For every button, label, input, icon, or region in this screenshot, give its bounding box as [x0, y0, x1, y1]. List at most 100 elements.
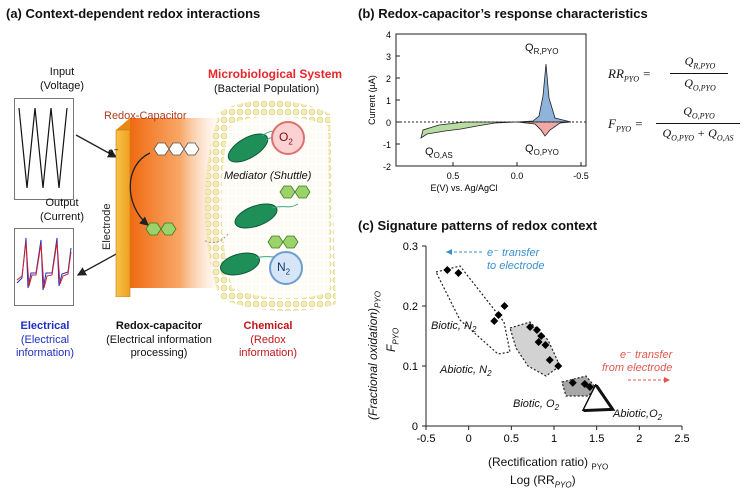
eq2-fraction-bar	[656, 123, 740, 124]
electrical-title: Electrical	[20, 320, 70, 332]
data-point-diamond	[526, 323, 535, 331]
label-abiotic-n2: Abiotic, N2	[440, 364, 492, 379]
oxidation-as-region	[420, 121, 518, 139]
eq2-den: QO,PYO + QO,AS	[662, 126, 734, 143]
panel-c-title: (c) Signature patterns of redox context	[358, 218, 598, 233]
ytick-m1: -1	[383, 140, 391, 150]
abiotic-o2-arrow	[594, 400, 610, 408]
data-point-diamond	[585, 383, 594, 391]
eq2-num: QO,PYO	[683, 104, 715, 121]
rc-sub1: (Electrical information	[106, 334, 212, 346]
mediator-label: Mediator (Shuttle)	[224, 170, 312, 182]
abiotic-n2-envelope	[509, 321, 561, 377]
x-tick-label: -0.5	[417, 433, 436, 445]
electron-label: e⁻	[108, 147, 119, 158]
data-point-diamond	[568, 378, 577, 387]
redox-cycle	[129, 142, 200, 236]
input-voltage-plot	[14, 98, 74, 200]
data-point-diamond	[541, 341, 550, 349]
data-point-diamond	[537, 332, 546, 340]
panel-a-title: (a) Context-dependent redox interactions	[6, 6, 261, 21]
bacterium-2	[234, 203, 299, 229]
eq1-lhs: RRPYO =	[608, 66, 652, 84]
electrical-sub1: (Electrical	[20, 334, 70, 346]
x-tick-label: 1	[551, 433, 557, 445]
ytick-1: 1	[386, 96, 391, 106]
io-arrows	[75, 134, 119, 276]
rc-title: Redox-capacitor	[115, 320, 203, 332]
ytick-2: 2	[386, 74, 391, 84]
ytick-0: 0	[386, 118, 391, 128]
to-electrode-line1: e⁻ transfer	[487, 247, 540, 259]
micro-title: Microbiological System	[208, 67, 343, 81]
data-point-diamond	[580, 380, 589, 388]
from-electrode-line1: e⁻ transfer	[620, 349, 673, 361]
input-sub: (Voltage)	[39, 80, 85, 92]
reduction-peak	[516, 63, 572, 123]
x-tick-label: 0.5	[504, 433, 519, 445]
ytick-3: 3	[386, 52, 391, 62]
data-point-diamond	[545, 356, 554, 364]
label-qopyo: QO,PYO	[525, 143, 559, 158]
y-tick-label: 0.3	[403, 241, 418, 253]
n2-label: N2	[277, 260, 291, 277]
data-point-diamond	[554, 362, 563, 370]
cv-ylabel: Current (µA)	[367, 75, 377, 125]
cv-plot: 4 3 2 1 0 -1 -2 0.5 0.0 -0.5 E(V) vs. Ag…	[367, 30, 589, 193]
to-electrode-line2: to electrode	[487, 260, 545, 272]
input-label: Input	[49, 66, 75, 78]
output-sub: (Current)	[39, 211, 84, 223]
x-tick-label: 2	[636, 433, 642, 445]
o2-label: O2	[279, 130, 293, 147]
y-tick-label: 0	[412, 421, 418, 433]
o2-circle	[271, 121, 305, 155]
label-qr: QR,PYO	[525, 42, 559, 57]
rc-sub2: processing)	[130, 347, 188, 359]
y-ticks: 0.3 0.2 0.1 0	[403, 241, 426, 433]
biotic-n2-envelope	[435, 265, 511, 355]
label-abiotic-o2: Abiotic,O2	[613, 408, 663, 423]
data-point-diamond	[494, 311, 503, 319]
x-tick-label: 1.5	[589, 433, 604, 445]
electrical-sub2: information)	[15, 347, 75, 359]
redox-capacitor-label: Redox-Capacitor	[104, 110, 187, 122]
chem-title: Chemical	[243, 320, 293, 332]
eq2-lhs: FPYO =	[608, 116, 644, 134]
scatter-xlabel-bottom: Log (RRPYO)	[510, 473, 576, 490]
data-point-diamond	[532, 326, 541, 334]
y-tick-label: 0.1	[403, 361, 418, 373]
label-biotic-n2: Biotic, N2	[431, 320, 477, 335]
scatter-ylabel-bottom: FPYO	[384, 327, 401, 352]
panel-b-title: (b) Redox-capacitor’s response character…	[358, 6, 648, 21]
scatter-points	[443, 266, 594, 391]
output-label: Output	[45, 197, 79, 209]
from-electrode-line2: from electrode	[602, 362, 673, 374]
scatter-xlabel-top: (Rectification ratio) PYO	[488, 455, 609, 472]
eq1-fraction-bar	[670, 73, 728, 74]
xtick-m05: -0.5	[573, 171, 589, 181]
scatter-ylabel-top: (Fractional oxidation)PYO	[366, 291, 383, 420]
label-qoas: QO,AS	[425, 146, 453, 161]
bacterium-3	[220, 252, 283, 276]
ytick-m2: -2	[383, 162, 391, 172]
ytick-4: 4	[386, 30, 391, 40]
n2-circle	[269, 251, 303, 285]
eq1-num: QR,PYO	[684, 54, 716, 71]
eq1-den: QO,PYO	[684, 76, 716, 93]
chem-sub2: information)	[238, 347, 298, 359]
cv-xlabel: E(V) vs. Ag/AgCl	[430, 183, 497, 193]
data-point-diamond	[490, 317, 499, 325]
xtick-00: 0.0	[511, 171, 524, 181]
micro-sub: (Bacterial Population)	[214, 83, 320, 95]
data-point-diamond	[534, 338, 543, 346]
chem-sub1: (Redox	[250, 334, 286, 346]
y-tick-label: 0.2	[403, 301, 418, 313]
xtick-05: 0.5	[447, 171, 460, 181]
bacteria-population	[203, 100, 336, 312]
data-point-diamond	[500, 302, 509, 310]
x-tick-label: 2.5	[674, 433, 689, 445]
data-point-diamond	[454, 269, 463, 277]
electrode-label: Electrode	[101, 203, 113, 250]
